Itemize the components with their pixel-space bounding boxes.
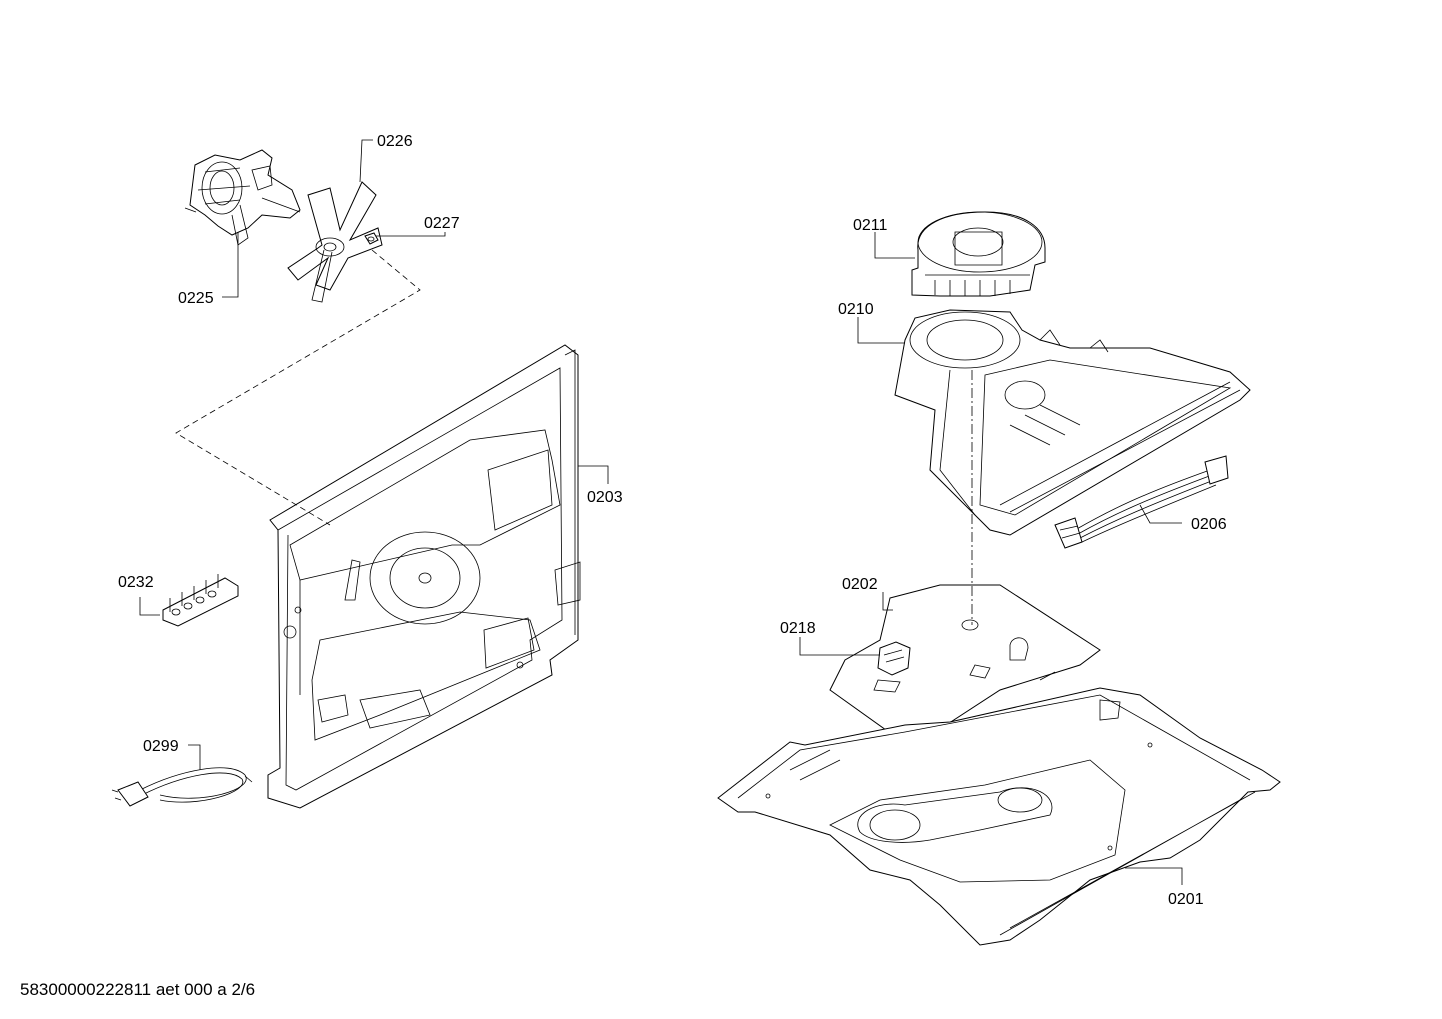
label-0206: 0206 (1191, 516, 1227, 533)
blower-fan-part[interactable] (911, 211, 1046, 297)
fan-wheel-part[interactable] (287, 181, 383, 303)
label-0226: 0226 (377, 133, 413, 150)
label-0211: 0211 (853, 217, 888, 234)
label-0232: 0232 (118, 574, 154, 591)
fan-housing-part[interactable] (894, 309, 1251, 536)
rear-wall-panel-part[interactable] (267, 344, 581, 809)
label-0227: 0227 (424, 215, 460, 232)
label-0203: 0203 (587, 489, 623, 506)
power-cord-part[interactable] (111, 767, 253, 807)
cover-plate-part[interactable] (829, 584, 1101, 743)
label-0218: 0218 (780, 620, 816, 637)
label-0225: 0225 (178, 290, 214, 307)
fan-motor-part[interactable] (184, 149, 301, 246)
wiring-harness-part[interactable] (1054, 455, 1229, 549)
bottom-panel-part[interactable] (717, 687, 1281, 946)
nut-part[interactable] (364, 232, 379, 245)
terminal-block-part[interactable] (162, 574, 239, 627)
assembly-dashed-line (175, 249, 421, 526)
document-id-footer: 58300000222811 aet 000 a 2/6 (20, 980, 256, 999)
label-0210: 0210 (838, 301, 874, 318)
label-0201: 0201 (1168, 891, 1204, 908)
switch-part[interactable] (877, 641, 911, 676)
label-0202: 0202 (842, 576, 878, 593)
label-0299: 0299 (143, 738, 179, 755)
